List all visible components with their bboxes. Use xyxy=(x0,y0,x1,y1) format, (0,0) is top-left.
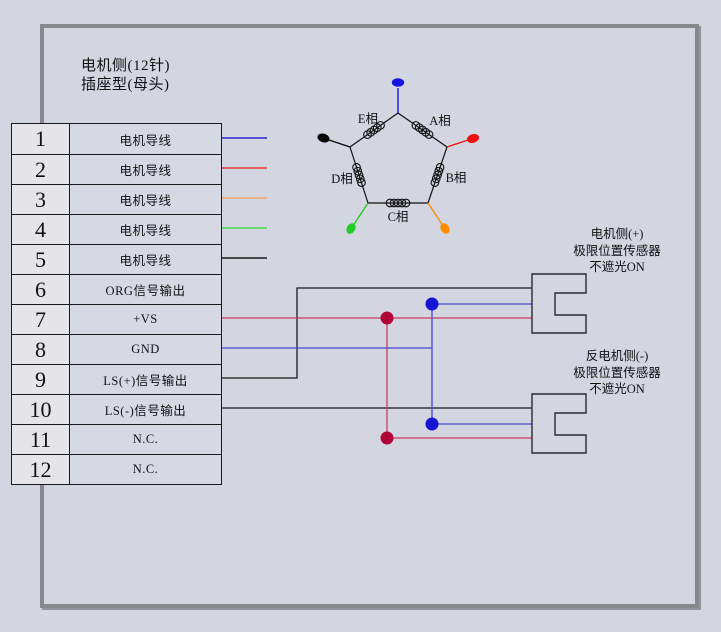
blue-terminal-dot xyxy=(391,78,405,87)
pin-number: 7 xyxy=(12,305,70,334)
table-row: 11 N.C. xyxy=(12,424,221,454)
pin-signal: N.C. xyxy=(70,425,221,454)
phase-d-label: D相 xyxy=(331,172,353,186)
table-row: 8 GND xyxy=(12,334,221,364)
ls-plus-signal-wire xyxy=(222,287,532,379)
table-row: 6 ORG信号输出 xyxy=(12,274,221,304)
pin-signal: N.C. xyxy=(70,455,221,484)
pin-signal: 电机导线 xyxy=(70,215,221,244)
pin-signal: ORG信号输出 xyxy=(70,275,221,304)
table-row: 7 +VS xyxy=(12,304,221,334)
lower-sensor-label: 反电机侧(-) 极限位置传感器 不遮光ON xyxy=(552,348,682,398)
phase-c-coil xyxy=(385,198,411,208)
connector-title: 电机侧(12针) 插座型(母头) xyxy=(81,57,170,95)
upper-sensor-label-line2: 极限位置传感器 xyxy=(573,243,661,258)
pin-number: 1 xyxy=(12,124,70,154)
red-junction-dot-lower xyxy=(380,431,394,445)
table-row: 4 电机导线 xyxy=(12,214,221,244)
table-row: 10 LS(-)信号输出 xyxy=(12,394,221,424)
pin-signal: GND xyxy=(70,335,221,364)
red-junction-dot-upper xyxy=(380,311,394,325)
table-row: 5 电机导线 xyxy=(12,244,221,274)
lower-limit-sensor-outline xyxy=(531,393,587,454)
upper-sensor-label: 电机侧(+) 极限位置传感器 不遮光ON xyxy=(552,226,682,276)
pin-signal: LS(-)信号输出 xyxy=(70,395,221,424)
lower-sensor-label-line1: 反电机侧(-) xyxy=(585,349,649,363)
pin-number: 9 xyxy=(12,365,70,394)
phase-b-coil xyxy=(429,162,446,188)
pin-number: 3 xyxy=(12,185,70,214)
pin-signal: LS(+)信号输出 xyxy=(70,365,221,394)
connector-title-line2: 插座型(母头) xyxy=(81,77,170,93)
phase-a-label: A相 xyxy=(429,114,451,128)
connector-title-line1: 电机侧(12针) xyxy=(81,58,170,74)
pin-number: 12 xyxy=(12,455,70,484)
pin-number: 4 xyxy=(12,215,70,244)
table-row: 12 N.C. xyxy=(12,454,221,484)
pin-number: 2 xyxy=(12,155,70,184)
upper-sensor-label-line3: 不遮光ON xyxy=(589,260,645,274)
black-terminal-dot xyxy=(317,133,330,143)
red-lead-wire xyxy=(446,139,469,148)
table-row: 9 LS(+)信号输出 xyxy=(12,364,221,394)
table-row: 1 电机导线 xyxy=(12,124,221,154)
red-terminal-dot xyxy=(466,133,480,144)
phase-b-label: B相 xyxy=(446,171,467,185)
connector-pin-table: 1 电机导线 2 电机导线 3 电机导线 4 电机导线 5 电机导线 6 ORG… xyxy=(11,123,222,485)
orange-lead-wire xyxy=(427,202,444,226)
pin-number: 11 xyxy=(12,425,70,454)
table-row: 3 电机导线 xyxy=(12,184,221,214)
phase-d-coil xyxy=(351,162,367,188)
phase-e-label: E相 xyxy=(358,112,378,126)
upper-limit-sensor-outline xyxy=(531,273,587,334)
table-row: 2 电机导线 xyxy=(12,154,221,184)
phase-c-label: C相 xyxy=(388,210,409,224)
lower-sensor-label-line3: 不遮光ON xyxy=(589,382,645,396)
upper-sensor-label-line1: 电机侧(+) xyxy=(590,227,644,241)
black-lead-wire xyxy=(328,139,351,148)
orange-terminal-dot xyxy=(440,223,450,234)
lower-sensor-label-line2: 极限位置传感器 xyxy=(573,365,661,380)
pin-number: 10 xyxy=(12,395,70,424)
green-lead-wire xyxy=(352,202,369,226)
pin-signal: +VS xyxy=(70,305,221,334)
pin-number: 5 xyxy=(12,245,70,274)
pin-signal: 电机导线 xyxy=(70,245,221,274)
pin-signal: 电机导线 xyxy=(70,185,221,214)
pin-signal: 电机导线 xyxy=(70,155,221,184)
blue-junction-dot-lower xyxy=(425,417,439,431)
pin-number: 8 xyxy=(12,335,70,364)
green-terminal-dot xyxy=(346,223,356,234)
pin-number: 6 xyxy=(12,275,70,304)
pin-signal: 电机导线 xyxy=(70,124,221,154)
blue-junction-dot-upper xyxy=(425,297,439,311)
